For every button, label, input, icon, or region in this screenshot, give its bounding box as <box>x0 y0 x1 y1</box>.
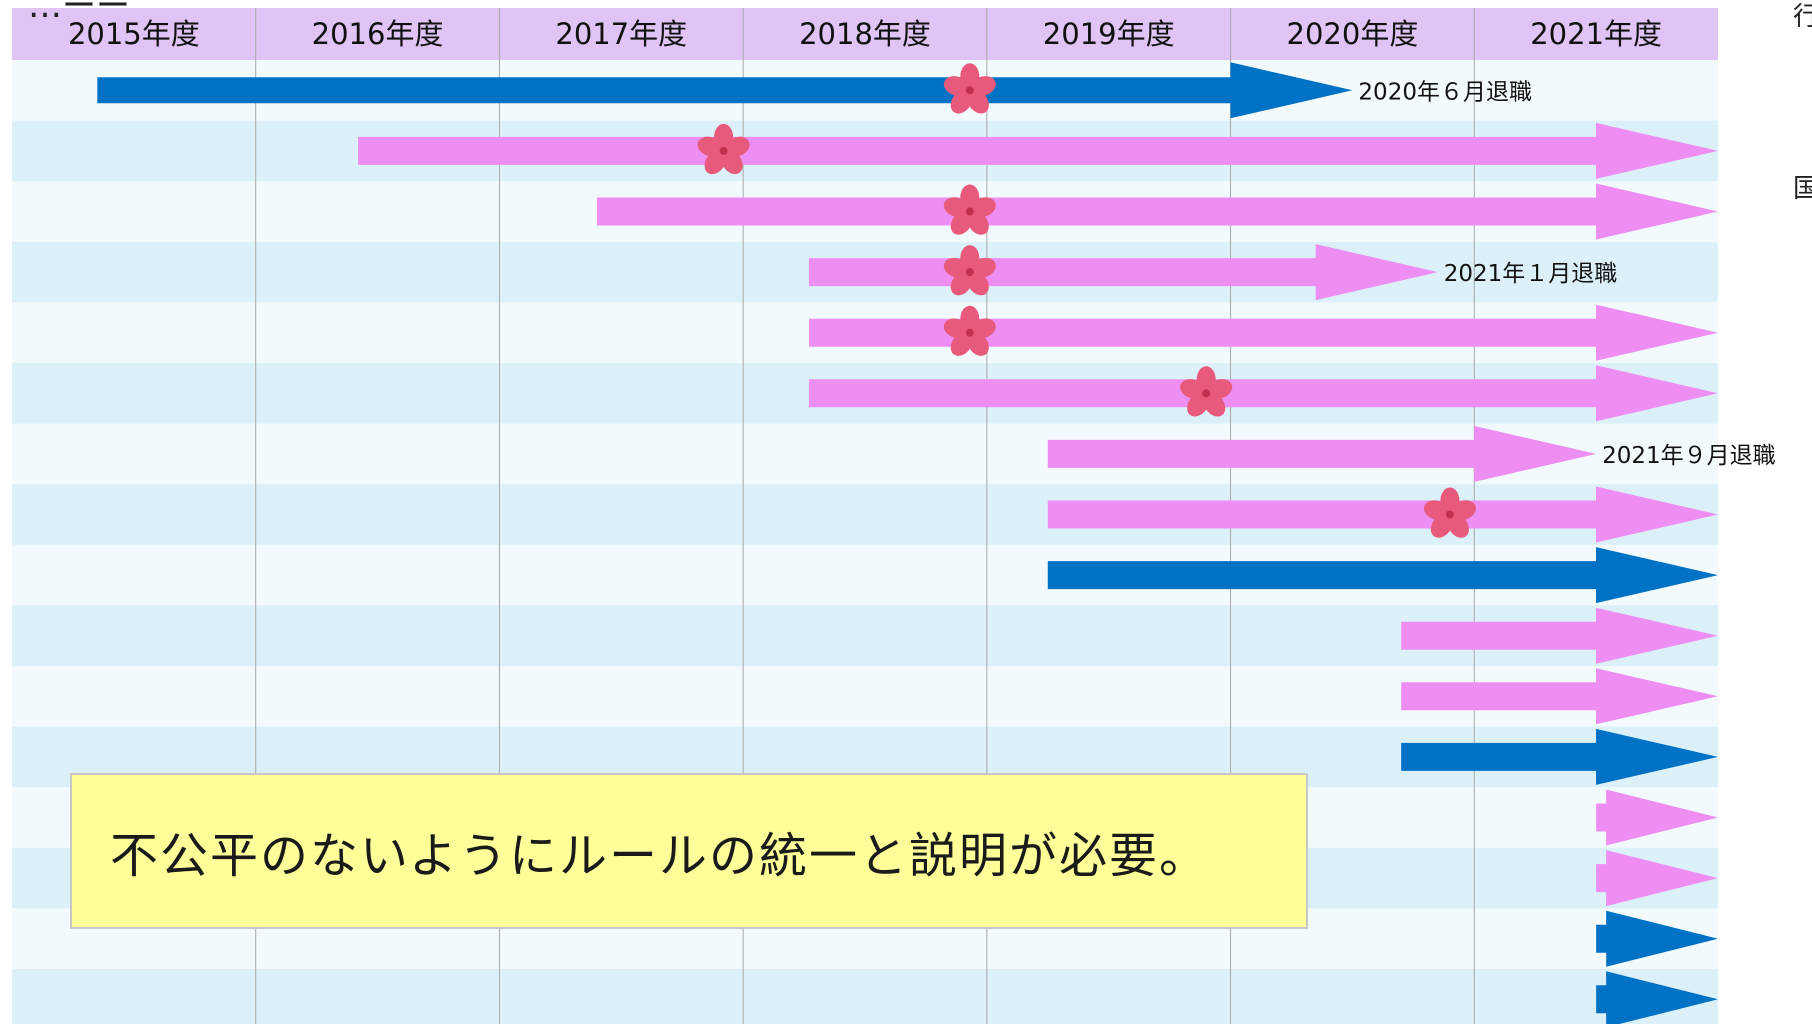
sakura-petal <box>943 318 970 339</box>
sakura-petal <box>1203 392 1226 417</box>
side-char-top: 行 <box>1793 2 1812 32</box>
blue-arrow <box>1047 547 1718 604</box>
sakura-petal <box>1180 379 1206 399</box>
blue-arrow <box>1596 971 1718 1024</box>
pink-arrow <box>1047 425 1597 482</box>
year-label: 2015年度 <box>68 17 200 51</box>
sakura-petal <box>704 150 727 175</box>
sakura-center <box>965 86 974 95</box>
sakura-icon <box>943 245 996 296</box>
year-label: 2017年度 <box>555 17 687 51</box>
sakura-center <box>1202 389 1211 398</box>
pink-arrow <box>808 365 1718 422</box>
sakura-icon <box>1180 366 1233 417</box>
year-label: 2021年度 <box>1530 17 1662 51</box>
sakura-petal <box>943 257 970 278</box>
sakura-petal <box>950 271 973 296</box>
sakura-petal <box>950 332 973 356</box>
sakura-petal <box>943 197 970 218</box>
sakura-petal <box>967 332 989 356</box>
year-label: 2020年度 <box>1287 17 1419 51</box>
pink-arrow <box>1401 607 1718 664</box>
sakura-petal <box>967 271 989 296</box>
blue-arrow <box>1401 728 1718 785</box>
sakura-center <box>719 146 728 155</box>
pink-arrow <box>1401 668 1718 725</box>
note-text: 不公平のないようにルールの統一と説明が必要。 <box>110 828 1210 884</box>
pink-arrow <box>1047 486 1718 543</box>
retirement-label: 2021年１月退職 <box>1444 261 1618 287</box>
sakura-icon <box>697 123 750 175</box>
sakura-petal <box>943 76 970 96</box>
sakura-petal <box>1187 392 1209 417</box>
retirement-label: 2021年９月退職 <box>1602 443 1776 469</box>
year-label: 2018年度 <box>799 17 931 51</box>
sakura-petal <box>697 136 724 157</box>
retirement-label: 2020年６月退職 <box>1358 79 1532 105</box>
sakura-icon <box>943 63 996 114</box>
year-label: 2016年度 <box>312 17 444 51</box>
pink-arrow <box>1596 850 1718 907</box>
row-background <box>12 969 1718 1024</box>
header-band <box>12 8 1718 60</box>
blue-arrow <box>97 62 1353 119</box>
side-char-middle: 国 <box>1793 174 1812 204</box>
sakura-petal <box>1430 513 1453 538</box>
blue-arrow <box>1596 910 1718 967</box>
sakura-center <box>1445 510 1454 519</box>
note-callout: 不公平のないようにルールの統一と説明が必要。 <box>70 773 1308 929</box>
sakura-center <box>965 207 974 216</box>
sakura-petal <box>721 150 743 175</box>
pink-arrow <box>358 122 1719 179</box>
sakura-petal <box>1423 500 1450 521</box>
sakura-icon <box>1423 487 1476 538</box>
pink-arrow <box>596 183 1718 240</box>
pink-arrow <box>1596 789 1718 846</box>
sakura-petal <box>967 210 989 235</box>
sakura-center <box>965 328 974 337</box>
sakura-icon <box>943 305 996 356</box>
cut-off-title: …ーー <box>28 0 130 26</box>
sakura-petal <box>950 89 973 114</box>
sakura-center <box>965 268 974 277</box>
sakura-petal <box>1447 513 1469 538</box>
sakura-petal <box>950 210 973 235</box>
year-label: 2019年度 <box>1043 17 1175 51</box>
pink-arrow <box>808 304 1718 361</box>
sakura-icon <box>943 184 996 235</box>
sakura-petal <box>967 89 989 114</box>
